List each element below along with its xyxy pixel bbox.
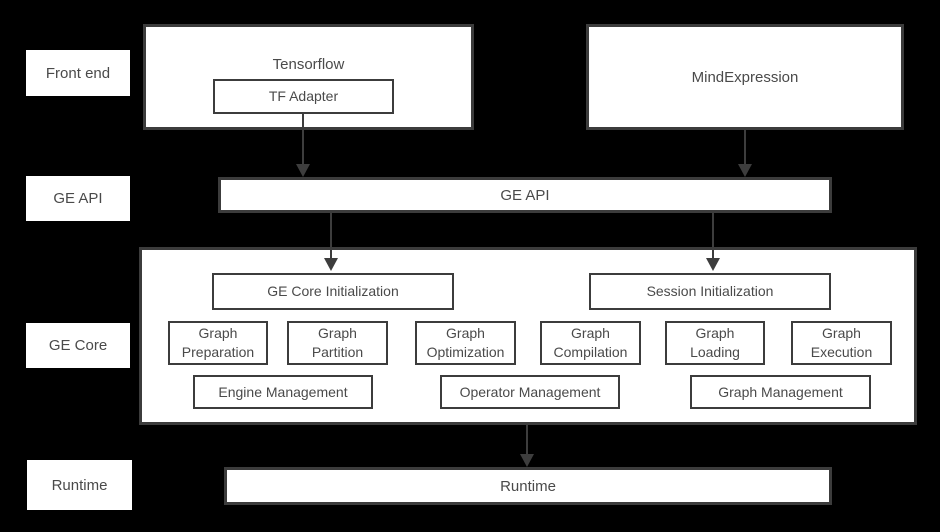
arrow-mindexpression-to-ge-api-head <box>738 164 752 177</box>
runtime-bar: Runtime <box>224 467 832 505</box>
graph-optimization-box: Graph Optimization <box>415 321 516 365</box>
session-initialization-box: Session Initialization <box>589 273 831 310</box>
graph-compilation-box: Graph Compilation <box>540 321 641 365</box>
graph-execution-box: Graph Execution <box>791 321 892 365</box>
graph-preparation-box: Graph Preparation <box>168 321 268 365</box>
engine-management-box: Engine Management <box>193 375 373 409</box>
row-label-runtime: Runtime <box>27 460 132 510</box>
arrow-ge-api-to-session-init-stem <box>712 213 714 259</box>
tf-adapter-box: TF Adapter <box>213 79 394 114</box>
arrow-ge-api-to-ge-core-init-stem <box>330 213 332 259</box>
arrow-ge-core-to-runtime-stem <box>526 425 528 455</box>
ge-api-bar: GE API <box>218 177 832 213</box>
row-label-ge-core: GE Core <box>26 323 130 368</box>
ge-core-box: GE Core Initialization Session Initializ… <box>139 247 917 425</box>
ge-core-initialization-box: GE Core Initialization <box>212 273 454 310</box>
arrow-ge-api-to-session-init-head <box>706 258 720 271</box>
arrow-ge-api-to-ge-core-init-head <box>324 258 338 271</box>
operator-management-box: Operator Management <box>440 375 620 409</box>
arrow-tf-adapter-to-ge-api-head <box>296 164 310 177</box>
tensorflow-label: Tensorflow <box>272 56 345 73</box>
graph-loading-box: Graph Loading <box>665 321 765 365</box>
arrow-mindexpression-to-ge-api-stem <box>744 130 746 165</box>
graph-partition-box: Graph Partition <box>287 321 388 365</box>
arrow-tf-adapter-to-ge-api-stem <box>302 114 304 165</box>
tensorflow-box: Tensorflow TF Adapter <box>143 24 474 130</box>
graph-management-box: Graph Management <box>690 375 871 409</box>
mindexpression-box: MindExpression <box>586 24 904 130</box>
arrow-ge-core-to-runtime-head <box>520 454 534 467</box>
row-label-ge-api: GE API <box>26 176 130 221</box>
row-label-front-end: Front end <box>26 50 130 96</box>
